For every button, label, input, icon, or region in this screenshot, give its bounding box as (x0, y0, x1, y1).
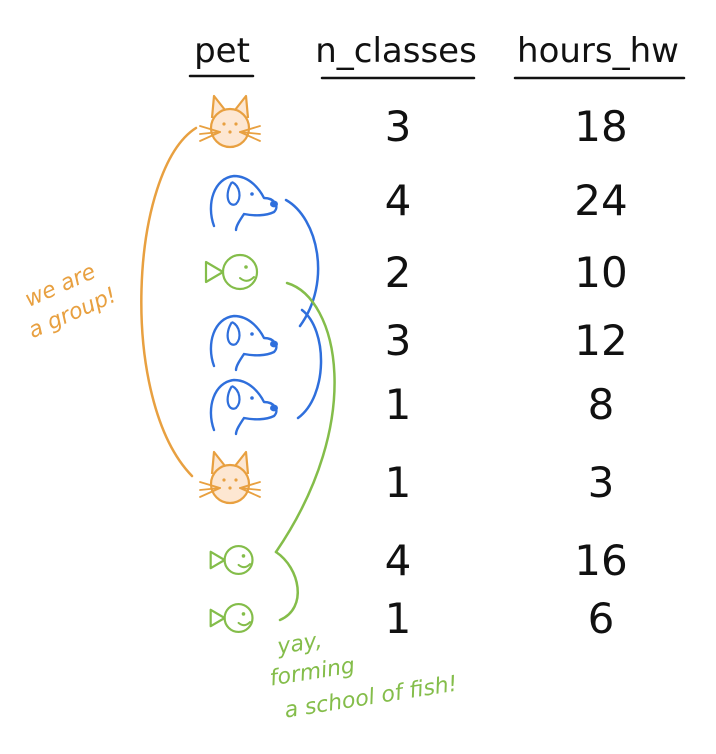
fish-note-line-1: yay, (275, 628, 324, 660)
n-classes-column: 3 4 2 3 1 1 4 1 (385, 102, 412, 643)
dog-group-arcs (284, 198, 323, 420)
n-classes-cell: 4 (385, 536, 412, 585)
n-classes-cell: 1 (385, 594, 412, 643)
hours-hw-cell: 3 (588, 458, 615, 507)
dog-head-icon (209, 314, 278, 372)
cat-face-icon (199, 94, 261, 149)
cat-face-icon (199, 450, 261, 505)
hours-hw-cell: 8 (588, 380, 615, 429)
dog-head-icon (209, 378, 278, 436)
n-classes-cell: 2 (385, 248, 412, 297)
n-classes-cell: 3 (385, 316, 412, 365)
fish-icon (209, 602, 254, 634)
hours-hw-cell: 6 (588, 594, 615, 643)
hours-hw-cell: 18 (574, 102, 627, 151)
hours-hw-cell: 16 (574, 536, 627, 585)
cat-group-note: we are a group! (21, 259, 120, 343)
pet-icon-column (199, 94, 278, 634)
fish-icon (209, 544, 254, 576)
hours-hw-cell: 24 (574, 176, 627, 225)
header-hours-hw: hours_hw (517, 31, 679, 71)
dog-head-icon (209, 174, 278, 232)
n-classes-cell: 1 (385, 380, 412, 429)
fish-icon (204, 253, 259, 291)
hours-hw-column: 18 24 10 12 8 3 16 6 (574, 102, 627, 643)
n-classes-cell: 3 (385, 102, 412, 151)
hours-hw-cell: 10 (574, 248, 627, 297)
fish-group-arcs (274, 281, 336, 622)
cat-group-arc (140, 126, 198, 478)
n-classes-cell: 4 (385, 176, 412, 225)
hours-hw-cell: 12 (574, 316, 627, 365)
n-classes-cell: 1 (385, 458, 412, 507)
fish-group-note: yay, forming a school of fish! (268, 628, 459, 723)
header-pet: pet (194, 31, 250, 71)
header-n-classes: n_classes (315, 31, 477, 71)
